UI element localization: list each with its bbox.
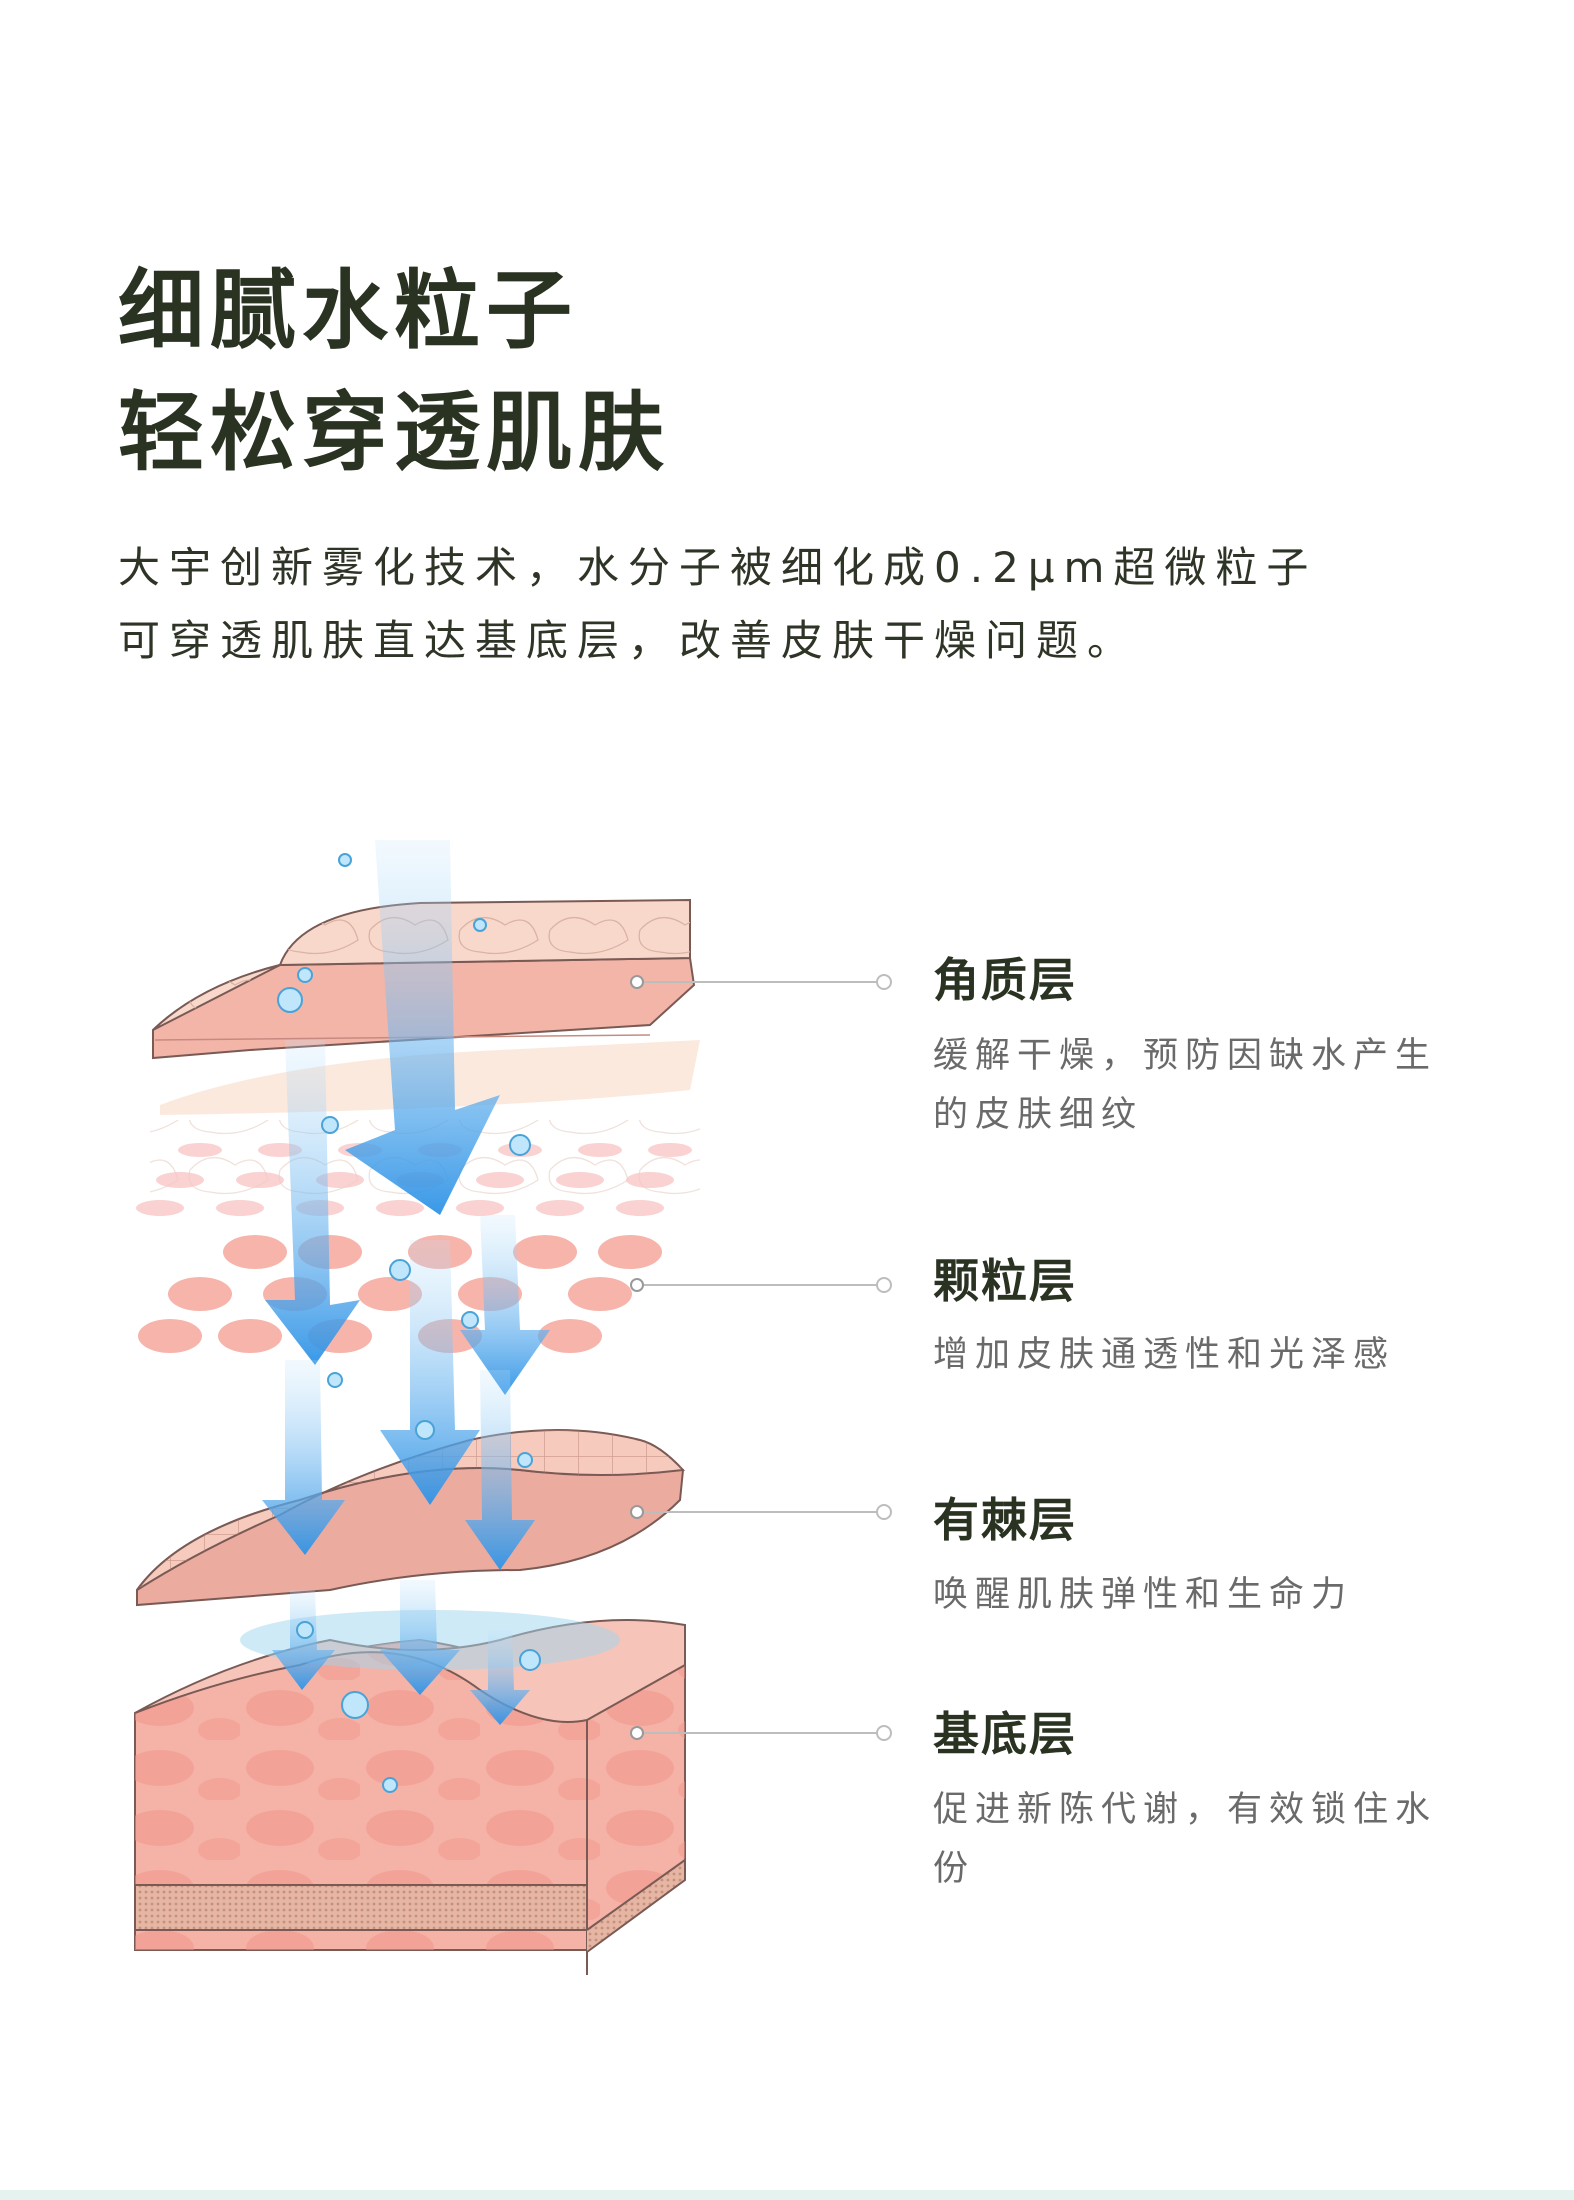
- layer-desc-stratum-basale: 促进新陈代谢，有效锁住水份: [933, 1790, 1438, 1889]
- arrow-icon: [272, 1590, 335, 1690]
- subtitle-line1: 大宇创新雾化技术，水分子被细化成0.2μm超微粒子: [118, 543, 1318, 592]
- arrow-icon: [345, 840, 500, 1215]
- page-title-line1: 细腻水粒子: [118, 261, 578, 361]
- stratum-basale-layer: [134, 1610, 686, 1975]
- water-penetration-arrows: [262, 840, 550, 1725]
- layer-label-stratum-basale: 基底层: [933, 1707, 1077, 1761]
- arrow-icon: [380, 1240, 480, 1505]
- arrow-icon: [460, 1215, 550, 1395]
- water-droplets: [277, 853, 541, 1793]
- layer-label-stratum-granulosum: 颗粒层: [933, 1254, 1077, 1308]
- bottom-divider: [0, 2190, 1574, 2200]
- layer-desc-stratum-granulosum: 增加皮肤通透性和光泽感: [933, 1335, 1396, 1375]
- page-title-line2: 轻松穿透肌肤: [118, 383, 670, 483]
- layer-desc-stratum-spinosum: 唤醒肌肤弹性和生命力: [933, 1575, 1354, 1615]
- layer-connectors: [630, 974, 892, 1741]
- arrow-icon: [465, 1370, 535, 1570]
- arrow-icon: [380, 1580, 460, 1695]
- layer-label-stratum-spinosum: 有棘层: [933, 1493, 1077, 1547]
- subtitle-line2: 可穿透肌肤直达基底层，改善皮肤干燥问题。: [118, 616, 1139, 665]
- arrow-icon: [262, 1360, 345, 1555]
- layer-desc-stratum-corneum: 缓解干燥，预防因缺水产生的皮肤细纹: [933, 1036, 1438, 1135]
- arrow-icon: [265, 1040, 360, 1365]
- layer-label-stratum-corneum: 角质层: [933, 953, 1077, 1007]
- arrow-icon: [470, 1630, 530, 1725]
